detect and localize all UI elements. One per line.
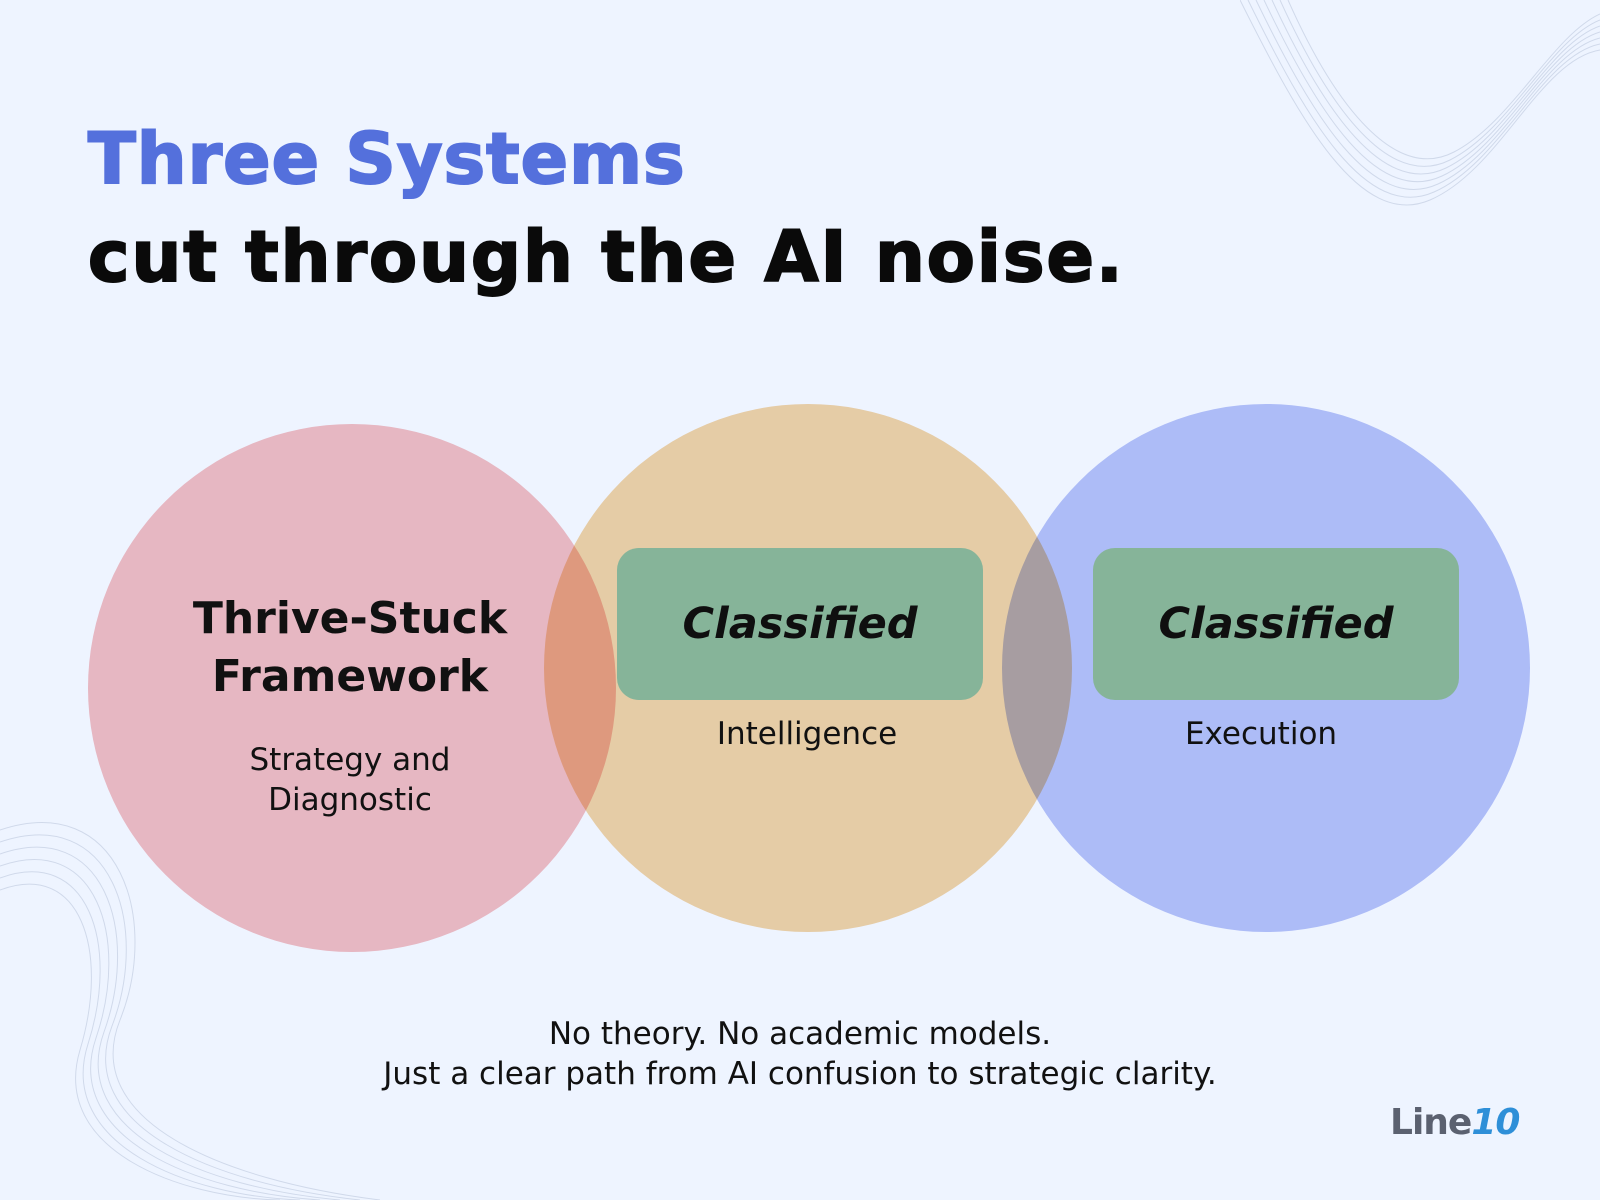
system-circle-thrive-stuck: [88, 424, 616, 952]
headline-main: cut through the AI noise.: [87, 215, 1125, 299]
system-subtitle-thrive-stuck: Strategy and Diagnostic: [220, 740, 480, 820]
badge-label: Classified: [1158, 599, 1394, 649]
system-title-line1: Thrive-Stuck: [192, 593, 508, 644]
system-title-thrive-stuck: Thrive-Stuck Framework: [170, 590, 530, 706]
system-subtitle-intelligence: Intelligence: [716, 716, 898, 752]
logo-word: Line: [1390, 1102, 1472, 1143]
footer-line2: Just a clear path from AI confusion to s…: [383, 1056, 1217, 1092]
footer-line1: No theory. No academic models.: [548, 1016, 1052, 1052]
footer-tagline: No theory. No academic models. Just a cl…: [300, 1014, 1300, 1094]
badge-label: Classified: [682, 599, 918, 649]
logo-number: 10: [1471, 1102, 1520, 1143]
classified-badge-intelligence: Classified: [617, 548, 983, 700]
system-subtitle-line1: Strategy and: [249, 742, 451, 778]
wave-lines-top-right: [1240, 0, 1600, 206]
classified-badge-execution: Classified: [1093, 548, 1459, 700]
system-subtitle-execution: Execution: [1184, 716, 1338, 752]
system-subtitle-line2: Diagnostic: [268, 782, 432, 818]
system-title-line2: Framework: [211, 651, 489, 702]
brand-logo: Line10: [1390, 1102, 1520, 1143]
headline-accent: Three Systems: [87, 117, 686, 201]
